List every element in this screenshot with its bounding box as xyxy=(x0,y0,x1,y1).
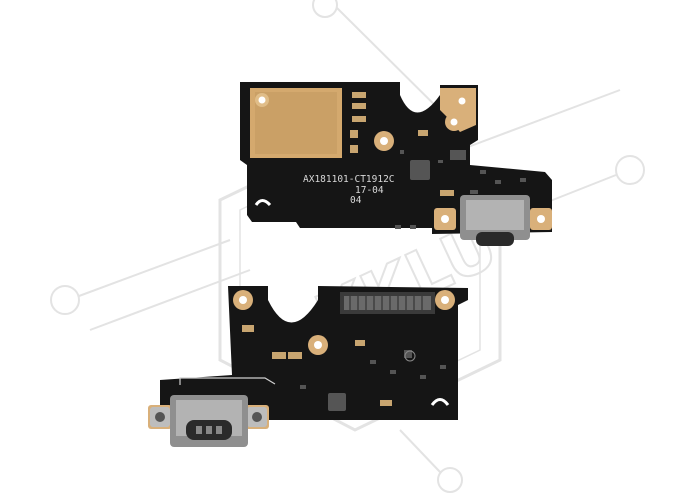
silkscreen-date: 17-04 xyxy=(355,185,384,196)
silkscreen-part-number: AX181101-CT1912C xyxy=(303,174,395,185)
pcb-board-top: AX181101-CT1912C 17-04 04 xyxy=(240,82,552,246)
silkscreen-rev: 04 xyxy=(350,195,362,206)
pcb-board-bottom xyxy=(148,286,468,447)
